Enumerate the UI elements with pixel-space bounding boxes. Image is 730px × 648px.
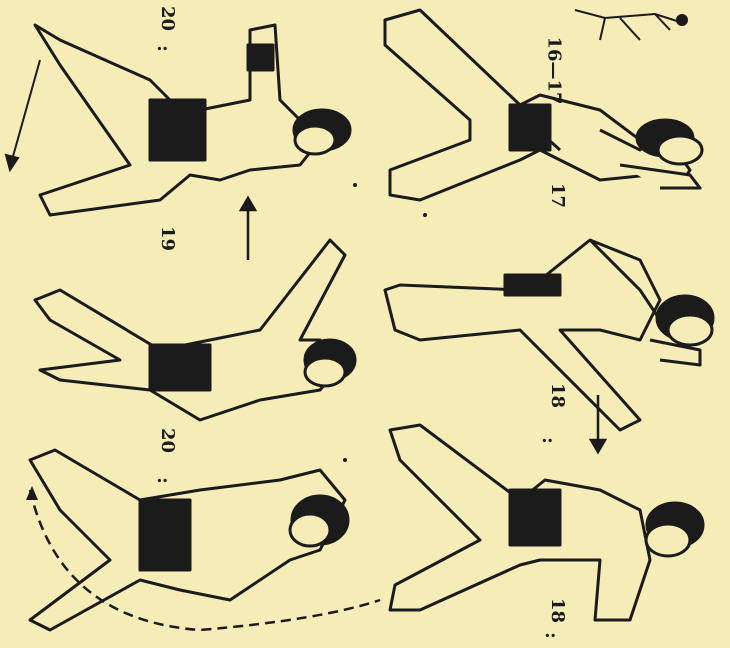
label-step-19: 19 (157, 226, 178, 251)
colon-2: : (541, 632, 562, 639)
label-step-20a: 20 (157, 6, 178, 31)
label-step-16-17: 16—17 (544, 36, 565, 104)
label-step-18a: 18 (547, 383, 568, 408)
label-step-20b: 20 (157, 428, 178, 453)
label-step-17: 17 (547, 183, 568, 208)
colon-4: : (153, 477, 174, 484)
label-step-18b: 18 (547, 598, 568, 623)
colon-1: : (538, 437, 559, 444)
colon-3: : (153, 45, 174, 52)
